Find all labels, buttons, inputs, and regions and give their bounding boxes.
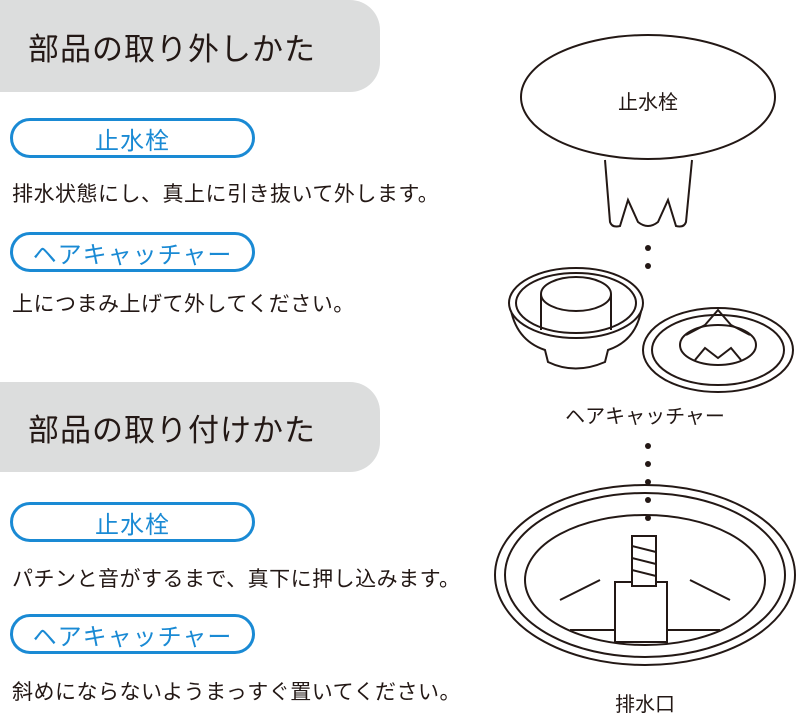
removal-stopper-label: 止水栓 xyxy=(10,118,255,158)
stopper-diagram-label: 止水栓 xyxy=(618,90,678,114)
installation-stopper-label: 止水栓 xyxy=(10,502,255,542)
removal-stopper-text: 排水状態にし、真上に引き抜いて外します。 xyxy=(12,182,440,206)
removal-hair-catcher-text: 上につまみ上げて外してください。 xyxy=(12,292,355,316)
connector-dots xyxy=(645,245,651,521)
removal-hair-catcher-label: ヘアキャッチャー xyxy=(10,232,255,272)
installation-stopper-text: パチンと音がするまで、真下に押し込みます。 xyxy=(12,567,461,591)
stopper-illustration xyxy=(520,34,776,228)
installation-hair-catcher-label: ヘアキャッチャー xyxy=(10,614,255,654)
hair-catcher-diagram-label: ヘアキャッチャー xyxy=(565,404,725,428)
installation-hair-catcher-text: 斜めにならないようまっすぐ置いてください。 xyxy=(12,680,461,704)
removal-heading: 部品の取り外しかた xyxy=(0,0,380,92)
installation-heading: 部品の取り付けかた xyxy=(0,382,380,472)
drain-diagram-label: 排水口 xyxy=(615,692,675,716)
hair-catcher-illustration xyxy=(508,267,794,393)
drain-illustration xyxy=(494,484,796,666)
